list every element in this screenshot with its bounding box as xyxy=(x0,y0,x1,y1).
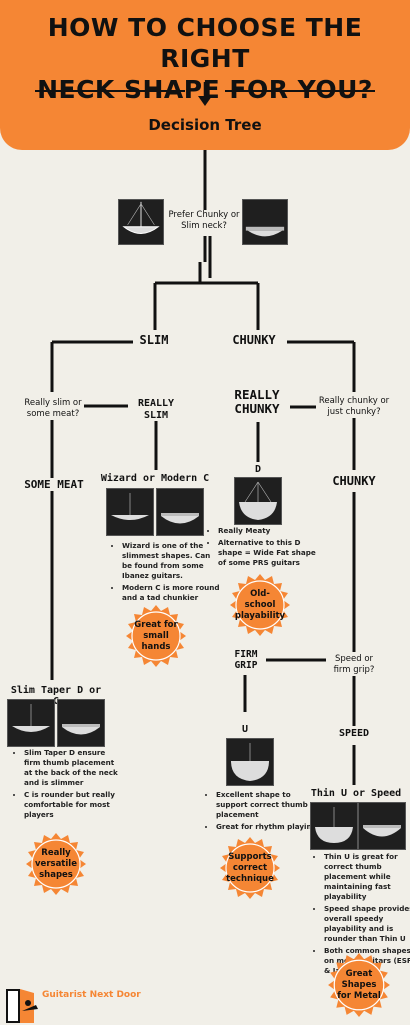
slim-taper-seal: Really versatile shapes xyxy=(24,832,88,896)
neck-profile-slim-taper-icon xyxy=(7,699,55,747)
wizard-seal: Great for small hands xyxy=(124,604,188,668)
d-note: Alternative to this D shape = Wide Fat s… xyxy=(218,538,322,568)
really-slim-node: REALLY SLIM xyxy=(128,398,184,421)
neck-profile-wizard-icon xyxy=(106,488,154,536)
chunky-leaf-node: CHUNKY xyxy=(320,474,388,488)
chunky-node: CHUNKY xyxy=(221,333,287,348)
wizard-note: Wizard is one of the slimmest shapes. Ca… xyxy=(122,541,222,581)
u-note: Great for rhythm playing xyxy=(216,822,320,832)
some-meat-node: SOME MEAT xyxy=(14,478,94,491)
u-seal-text: Supports correct technique xyxy=(226,851,274,884)
neck-profile-speed-icon xyxy=(358,802,406,850)
slim-taper-note: Slim Taper D ensure firm thumb placement… xyxy=(24,748,120,788)
slim-taper-notes: Slim Taper D ensure firm thumb placement… xyxy=(12,748,120,822)
header-rule-right xyxy=(225,90,375,92)
neck-profile-modern-c-icon xyxy=(156,488,204,536)
header-rule-left xyxy=(35,90,185,92)
neck-profile-u-icon xyxy=(226,738,274,786)
thin-u-title: Thin U or Speed xyxy=(308,788,404,799)
really-chunky-node: REALLY CHUNKY xyxy=(224,387,290,417)
neck-profile-thin-u-icon xyxy=(310,802,358,850)
page-title: HOW TO CHOOSE THE RIGHT NECK SHAPE FOR Y… xyxy=(10,12,400,105)
thin-u-note: Thin U is great for correct thumb placem… xyxy=(324,852,410,902)
d-seal-text: Old-school playability xyxy=(234,588,286,621)
u-note: Excellent shape to support correct thumb… xyxy=(216,790,320,820)
neck-profile-d-icon xyxy=(234,477,282,525)
thin-u-seal: Great Shapes for Metal xyxy=(326,952,392,1018)
speed-question: Speed or firm grip? xyxy=(326,654,382,676)
u-notes: Excellent shape to support correct thumb… xyxy=(204,790,320,834)
slim-taper-note: C is rounder but really comfortable for … xyxy=(24,790,120,820)
neck-profile-c-icon xyxy=(57,699,105,747)
neck-profile-chunky-icon xyxy=(118,199,164,245)
u-title: U xyxy=(238,724,252,735)
slim-taper-seal-text: Really versatile shapes xyxy=(35,847,77,880)
d-title: D xyxy=(250,464,266,475)
thin-u-note: Speed shape provides overall speedy play… xyxy=(324,904,410,944)
logo-text: Guitarist Next Door xyxy=(42,990,141,1000)
header-banner: HOW TO CHOOSE THE RIGHT NECK SHAPE FOR Y… xyxy=(0,0,410,150)
u-seal: Supports correct technique xyxy=(218,836,282,900)
wizard-seal-text: Great for small hands xyxy=(134,619,178,652)
wizard-note: Modern C is more round and a tad chunkie… xyxy=(122,583,222,603)
d-notes: Really Meaty Alternative to this D shape… xyxy=(206,526,322,570)
guitarist-next-door-logo-icon xyxy=(6,989,38,1023)
title-line-1: HOW TO CHOOSE THE RIGHT xyxy=(47,13,363,73)
page-subtitle: Decision Tree xyxy=(148,116,262,134)
firm-grip-node: FIRM GRIP xyxy=(226,649,266,672)
wizard-notes: Wizard is one of the slimmest shapes. Ca… xyxy=(110,541,222,605)
neck-profile-slim-icon xyxy=(242,199,288,245)
slim-question: Really slim or some meat? xyxy=(22,398,84,420)
slim-node: SLIM xyxy=(133,333,175,348)
d-note: Really Meaty xyxy=(218,526,322,536)
thin-u-seal-text: Great Shapes for Metal xyxy=(337,968,381,1001)
down-arrow-icon xyxy=(198,82,212,106)
chunky-question: Really chunky or just chunky? xyxy=(316,396,392,418)
root-question: Prefer Chunky or Slim neck? xyxy=(168,210,240,232)
wizard-title: Wizard or Modern C xyxy=(100,473,210,484)
d-seal: Old-school playability xyxy=(228,573,292,637)
speed-node: SPEED xyxy=(334,728,374,740)
